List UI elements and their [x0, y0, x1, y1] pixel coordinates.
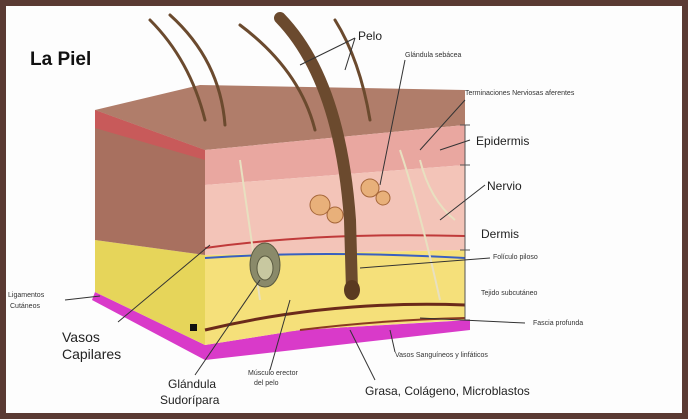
label-epidermis: Epidermis — [476, 135, 529, 147]
label-foliculo: Folículo piloso — [493, 254, 538, 261]
label-nervio: Nervio — [487, 180, 522, 192]
label-ligamentos-2: Cutáneos — [10, 303, 40, 310]
label-terminaciones: Terminaciones Nerviosas aferentes — [465, 90, 574, 97]
label-vasos-capilares-2: Capilares — [62, 347, 121, 361]
label-dermis: Dermis — [481, 228, 519, 240]
sweat-gland — [250, 243, 280, 287]
label-glandula-sudoripara-2: Sudorípara — [160, 394, 219, 406]
diagram-title: La Piel — [30, 50, 91, 69]
label-grasa: Grasa, Colágeno, Microblastos — [365, 385, 530, 397]
hair-follicle-bulb — [344, 280, 360, 300]
label-vasos-capilares-1: Vasos — [62, 330, 100, 344]
marker-square — [190, 324, 197, 331]
label-glandula-sudoripara-1: Glándula — [168, 378, 216, 390]
label-ligamentos-1: Ligamentos — [8, 292, 44, 299]
label-fascia: Fascia profunda — [533, 320, 583, 327]
label-vasos-sanguineos: Vasos Sanguíneos y linfáticos — [395, 352, 488, 359]
label-pelo: Pelo — [358, 30, 382, 42]
label-glandula-sebacea: Glándula sebácea — [405, 52, 461, 59]
label-tejido: Tejido subcutáneo — [481, 290, 537, 297]
label-musculo-2: del pelo — [254, 380, 279, 387]
label-musculo-1: Músculo erector — [248, 370, 298, 377]
